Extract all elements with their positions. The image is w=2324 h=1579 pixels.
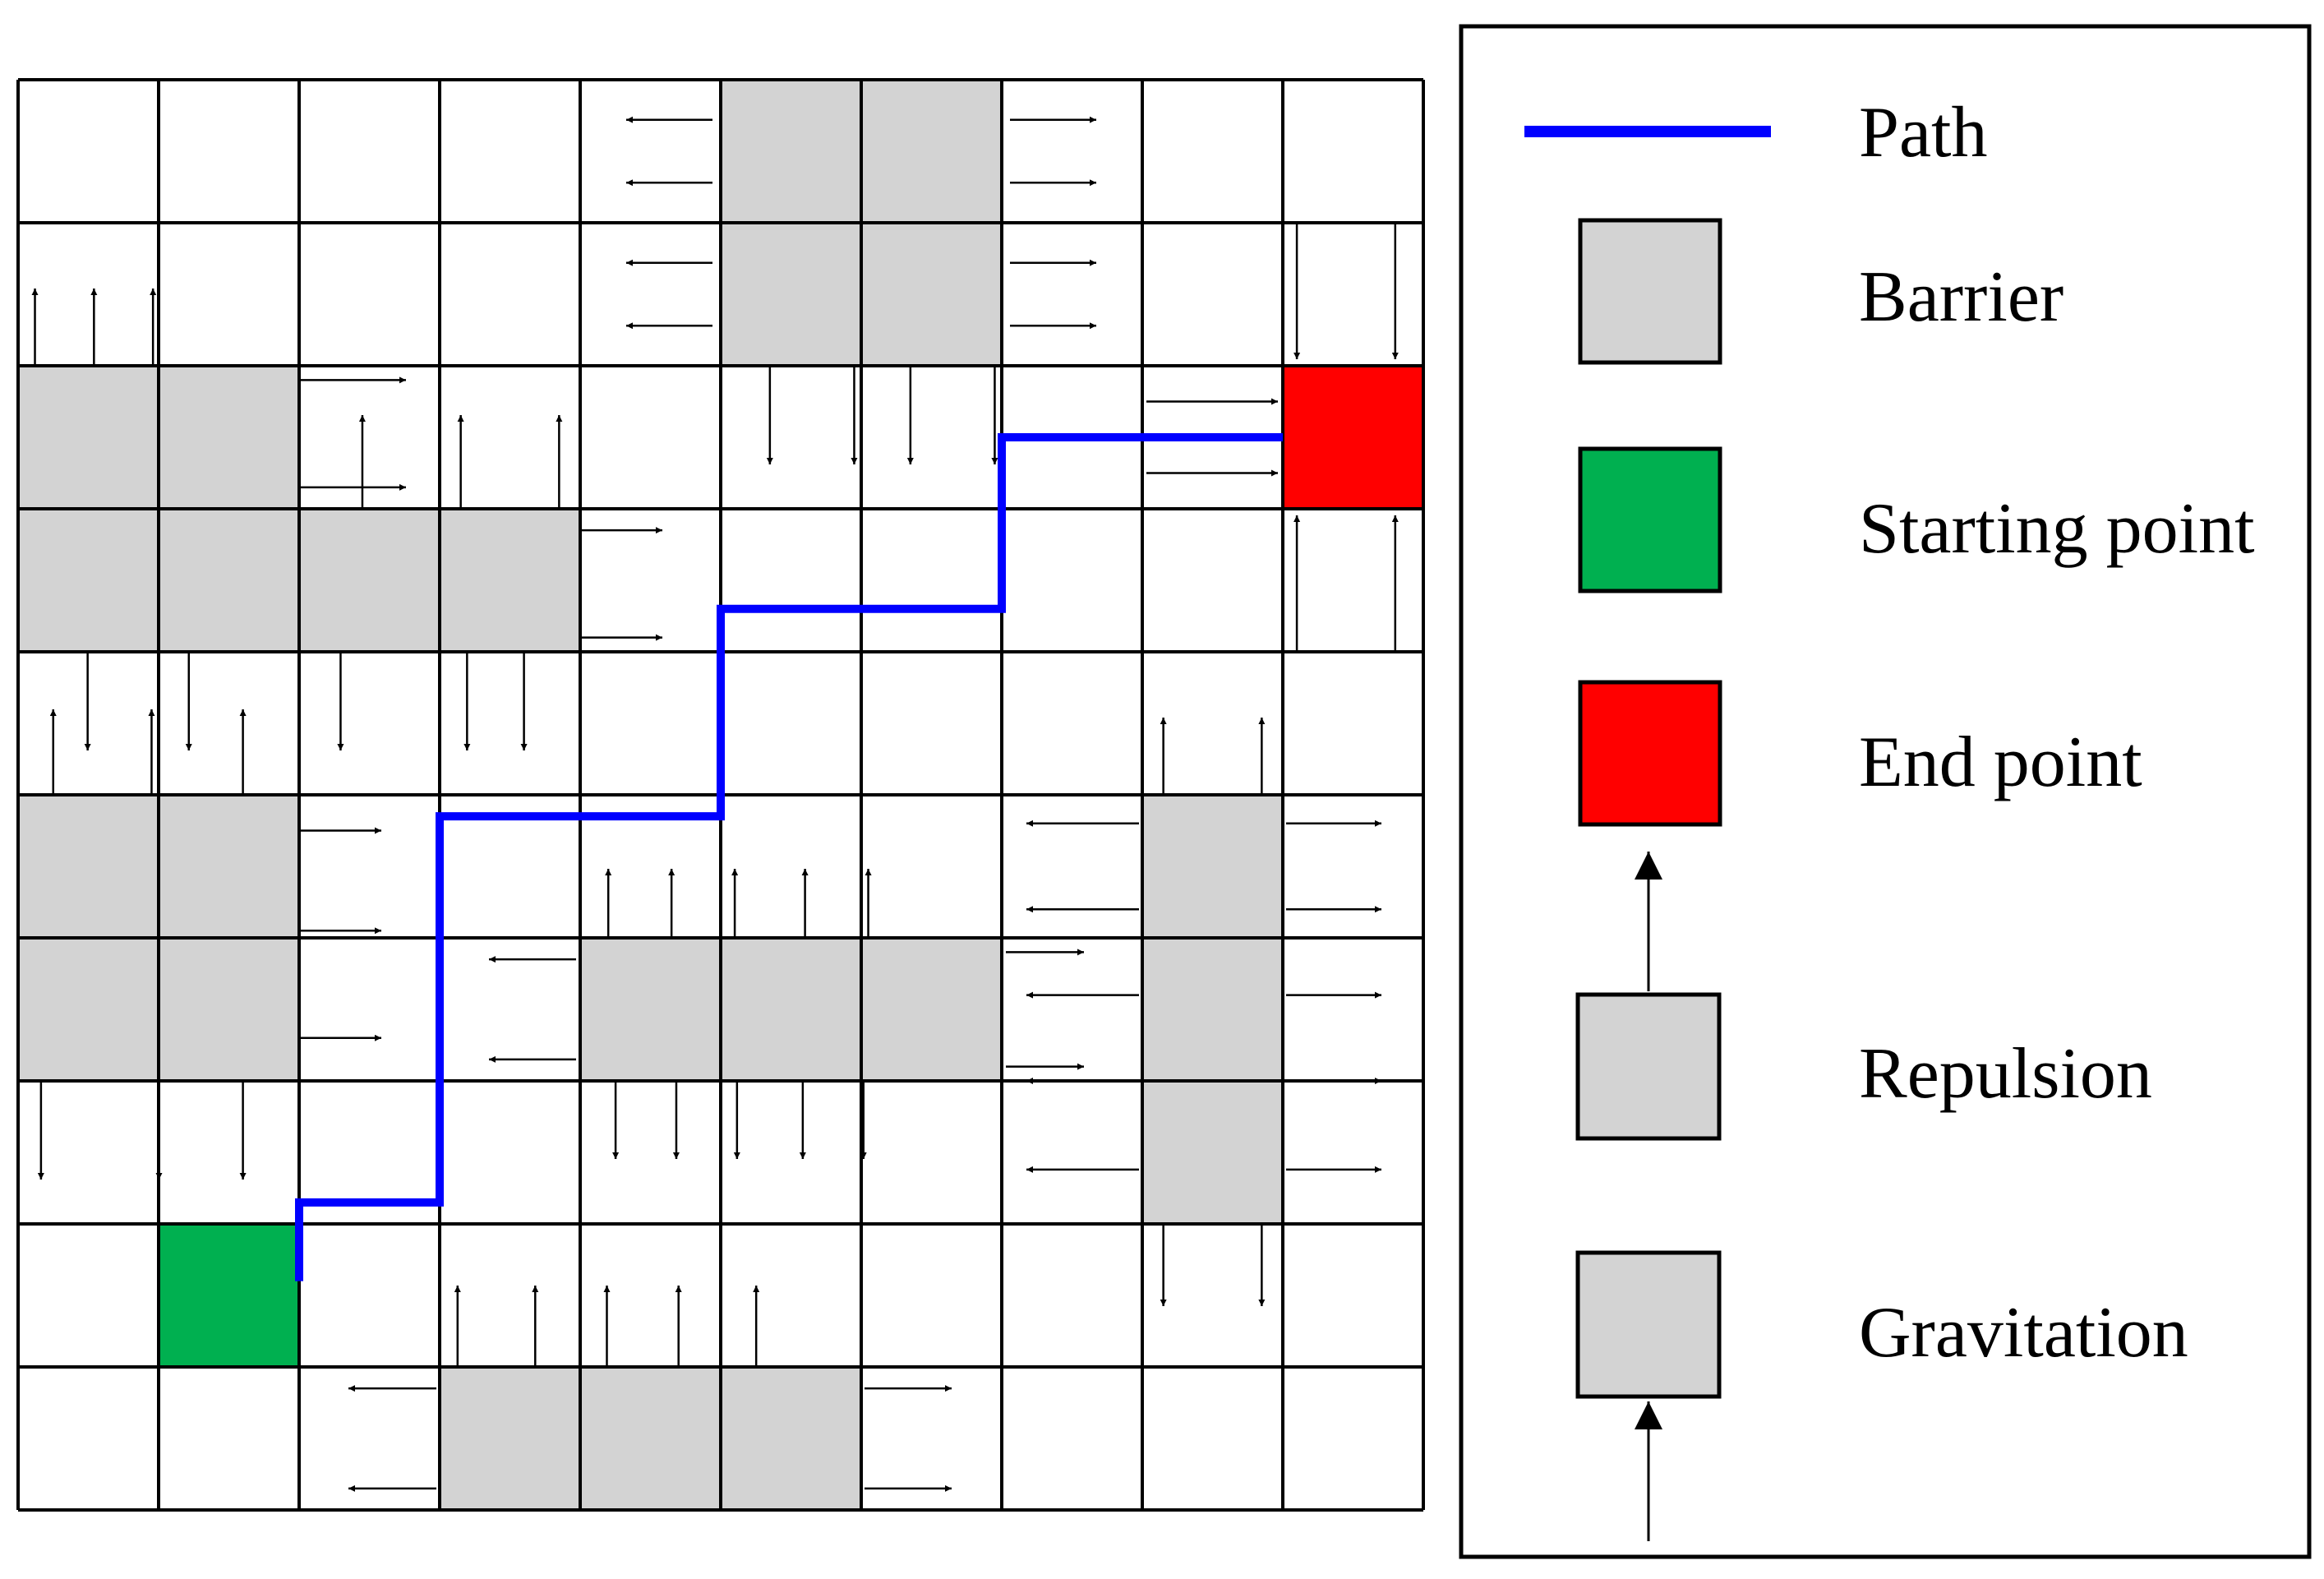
- barrier-cell: [18, 366, 159, 509]
- barrier-cell: [861, 80, 1002, 223]
- barrier-cell: [159, 795, 299, 938]
- barrier-cell: [721, 80, 861, 223]
- legend-end-label: End point: [1859, 723, 2142, 802]
- legend-start-swatch: [1578, 446, 1722, 593]
- barrier-cell: [440, 1367, 580, 1510]
- start-cell: [159, 1224, 299, 1367]
- legend-repulsion-swatch: [1575, 992, 1722, 1141]
- legend-barrier-label: Barrier: [1859, 257, 2063, 337]
- barrier-cell: [721, 938, 861, 1081]
- barrier-cell: [1142, 1081, 1283, 1224]
- legend-repulsion-label: Repulsion: [1859, 1034, 2152, 1114]
- barrier-cell: [159, 938, 299, 1081]
- legend: Path Barrier Starting point End point Re…: [1459, 24, 2312, 1559]
- end-cell: [1283, 366, 1423, 509]
- barrier-cell: [1142, 938, 1283, 1081]
- force-arrows-layer: [31, 116, 1399, 1492]
- barrier-cell: [299, 509, 440, 652]
- barrier-cell: [861, 938, 1002, 1081]
- barrier-cell: [721, 223, 861, 366]
- barrier-cell: [1142, 795, 1283, 938]
- barrier-cell: [159, 366, 299, 509]
- legend-path-label: Path: [1859, 93, 1987, 173]
- planned-path: [295, 433, 1283, 1281]
- barrier-cell: [18, 509, 159, 652]
- legend-gravitation-swatch: [1575, 1250, 1722, 1399]
- barrier-cell: [861, 223, 1002, 366]
- legend-barrier-swatch: [1578, 218, 1722, 365]
- barrier-cell: [18, 795, 159, 938]
- barrier-cell: [440, 509, 580, 652]
- barrier-cell: [159, 509, 299, 652]
- legend-start-label: Starting point: [1859, 489, 2255, 569]
- grid-lines-layer: [16, 78, 1425, 1512]
- cells-layer: [18, 80, 1423, 1510]
- barrier-cell: [580, 938, 721, 1081]
- barrier-cell: [580, 1367, 721, 1510]
- barrier-cell: [18, 938, 159, 1081]
- legend-end-swatch: [1578, 680, 1722, 827]
- legend-gravitation-label: Gravitation: [1859, 1293, 2188, 1373]
- grid-map: [16, 78, 1425, 1512]
- barrier-cell: [721, 1367, 861, 1510]
